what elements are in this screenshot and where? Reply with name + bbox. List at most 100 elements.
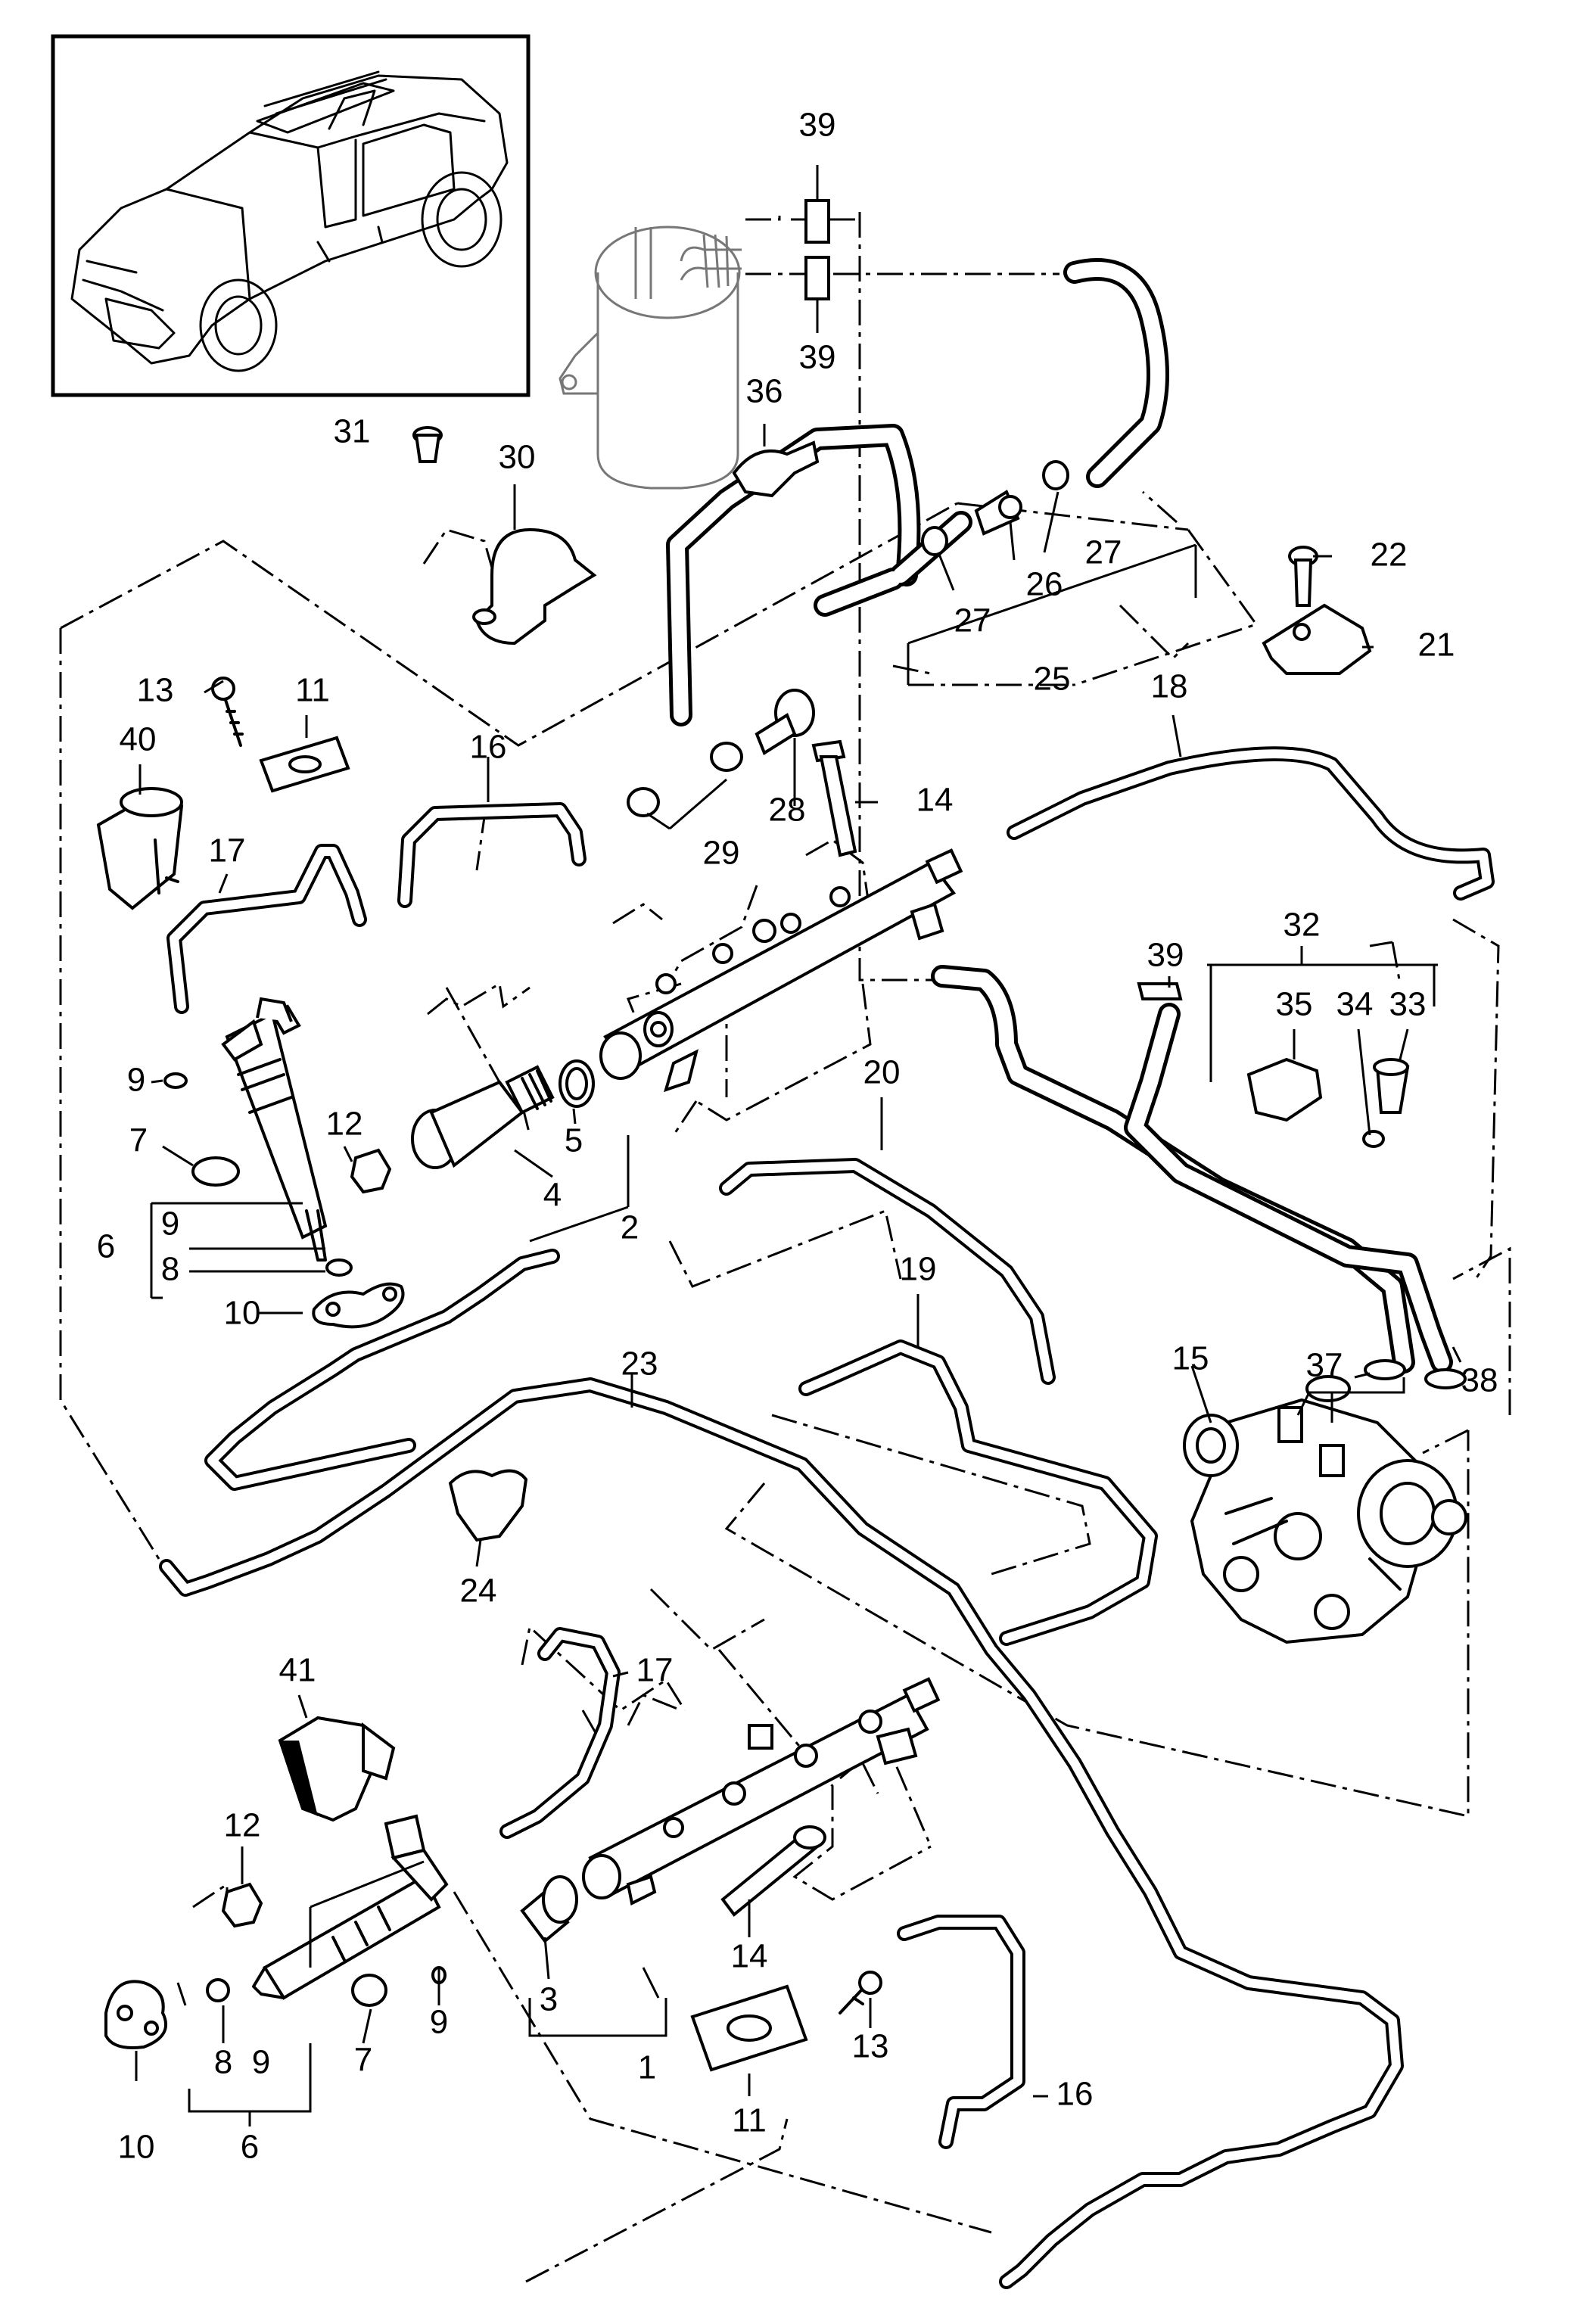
callout-7-bottom: 7	[354, 2042, 372, 2079]
callout-12-top: 12	[326, 1106, 363, 1143]
bolt-31	[412, 426, 443, 463]
sensor-holder-35	[1246, 1057, 1323, 1122]
callout-27a: 27	[1085, 534, 1122, 571]
vehicle-thumbnail	[51, 34, 531, 397]
callout-9-group-top: 9	[161, 1206, 179, 1243]
rail-pressure-sensor	[411, 1065, 555, 1169]
callout-24: 24	[460, 1573, 497, 1610]
injector-nut	[350, 1148, 392, 1194]
callout-9-bottom: 9	[430, 2004, 448, 2041]
callout-2: 2	[621, 1209, 639, 1246]
callout-28: 28	[769, 792, 806, 829]
callout-16-bottom: 16	[1056, 2076, 1094, 2113]
callout-38: 38	[1461, 1362, 1498, 1399]
injector-seal-ring	[191, 1156, 240, 1187]
bolt-13-upper	[211, 677, 244, 747]
mount-plate-upper	[259, 736, 350, 793]
hose-clamp-38	[1424, 1368, 1467, 1389]
fuel-temperature-sensor-33	[1373, 1058, 1410, 1114]
fuel-injector-lower	[252, 1814, 449, 2000]
callout-31: 31	[334, 413, 371, 450]
callout-23: 23	[621, 1346, 658, 1383]
bolt-13-lower	[839, 1971, 882, 2014]
bolt-14-lower	[720, 1825, 826, 1917]
o-ring-inner	[565, 1067, 588, 1100]
callout-11-top: 11	[295, 672, 330, 709]
o-ring-29b	[710, 742, 743, 772]
callout-12-bottom: 12	[224, 1807, 261, 1844]
callout-8-top: 8	[161, 1251, 179, 1288]
callout-14-top: 14	[916, 782, 954, 819]
callout-11-bottom: 11	[732, 2102, 767, 2139]
bolt-22	[1288, 546, 1318, 607]
high-pressure-pump	[1183, 1375, 1467, 1644]
callout-9-top: 9	[127, 1062, 145, 1099]
fuel-rail-right-bank	[599, 848, 963, 1093]
porsche-cayenne-vehicle-icon	[70, 70, 509, 372]
callout-37: 37	[1306, 1347, 1343, 1384]
bolt-14-upper	[811, 739, 857, 857]
callout-10-bottom: 10	[118, 2129, 155, 2166]
clamp-30	[472, 527, 597, 646]
injector-cover-40	[96, 787, 184, 910]
pipe-clip-24	[448, 1469, 528, 1542]
callout-32: 32	[1284, 907, 1321, 944]
banjo-bolt-28	[755, 689, 815, 755]
hose-clamp-37	[1364, 1359, 1406, 1380]
rail-pressure-sensor-lower	[520, 1875, 578, 1943]
callout-26: 26	[1026, 566, 1063, 603]
callout-14-bottom: 14	[731, 1938, 768, 1975]
fuel-injector-upper	[221, 997, 328, 1262]
callout-13-bottom: 13	[852, 2028, 889, 2065]
callout-labels: 39 39 36 31 30 27 26 27 25 22 21 18 13 1…	[97, 107, 1498, 2166]
callout-39-mid: 39	[799, 339, 836, 376]
callout-13-top: 13	[137, 672, 174, 709]
injector-seal-ring-lower	[351, 1974, 387, 2007]
callout-39-top: 39	[799, 107, 836, 144]
callout-25: 25	[1034, 661, 1071, 698]
callout-1: 1	[638, 2049, 656, 2086]
callout-16-top: 16	[470, 729, 507, 766]
injector-washer	[325, 1258, 353, 1277]
callout-17-bottom: 17	[636, 1652, 674, 1689]
leader-lines	[135, 165, 1438, 2126]
callout-10-top: 10	[224, 1295, 261, 1332]
o-ring-29a	[627, 787, 660, 817]
injector-clamp-10	[312, 1282, 405, 1329]
callout-18: 18	[1151, 668, 1188, 705]
injector-small-o-ring	[163, 1072, 188, 1089]
callout-3: 3	[540, 1981, 558, 2018]
mount-plate-lower	[690, 1984, 808, 2072]
callout-27b: 27	[954, 602, 991, 639]
callout-6-bottom: 6	[241, 2129, 259, 2166]
callout-40: 40	[120, 721, 157, 758]
callout-7-top: 7	[129, 1122, 148, 1159]
callout-8-bottom: 8	[214, 2044, 232, 2081]
callout-19: 19	[900, 1251, 937, 1288]
callout-22: 22	[1371, 537, 1408, 574]
bracket-21	[1262, 603, 1372, 675]
hoses-and-pipes	[159, 258, 1495, 2289]
hose-clamp-39-right	[1137, 982, 1183, 1000]
callout-20: 20	[863, 1054, 901, 1091]
callout-5: 5	[565, 1122, 583, 1159]
injector-clamp-10-lower	[104, 1980, 167, 2049]
callout-15: 15	[1172, 1340, 1209, 1377]
injector-cover-41	[278, 1716, 396, 1822]
callout-35: 35	[1276, 986, 1313, 1023]
callout-29: 29	[703, 835, 740, 872]
hose-clamp-27	[921, 460, 1069, 556]
quick-connector-39-top	[791, 189, 855, 312]
hose-clip-36	[732, 440, 820, 498]
callout-36: 36	[746, 373, 783, 410]
callout-33: 33	[1389, 986, 1427, 1023]
injector-washer-lower	[206, 1978, 230, 2002]
callout-17-top: 17	[209, 832, 246, 870]
callout-4: 4	[543, 1177, 562, 1214]
callout-34: 34	[1336, 986, 1374, 1023]
callout-6-top: 6	[97, 1228, 115, 1265]
callout-21: 21	[1418, 627, 1455, 664]
fuel-rail-left-bank	[582, 1677, 941, 1906]
callout-30: 30	[499, 439, 536, 476]
